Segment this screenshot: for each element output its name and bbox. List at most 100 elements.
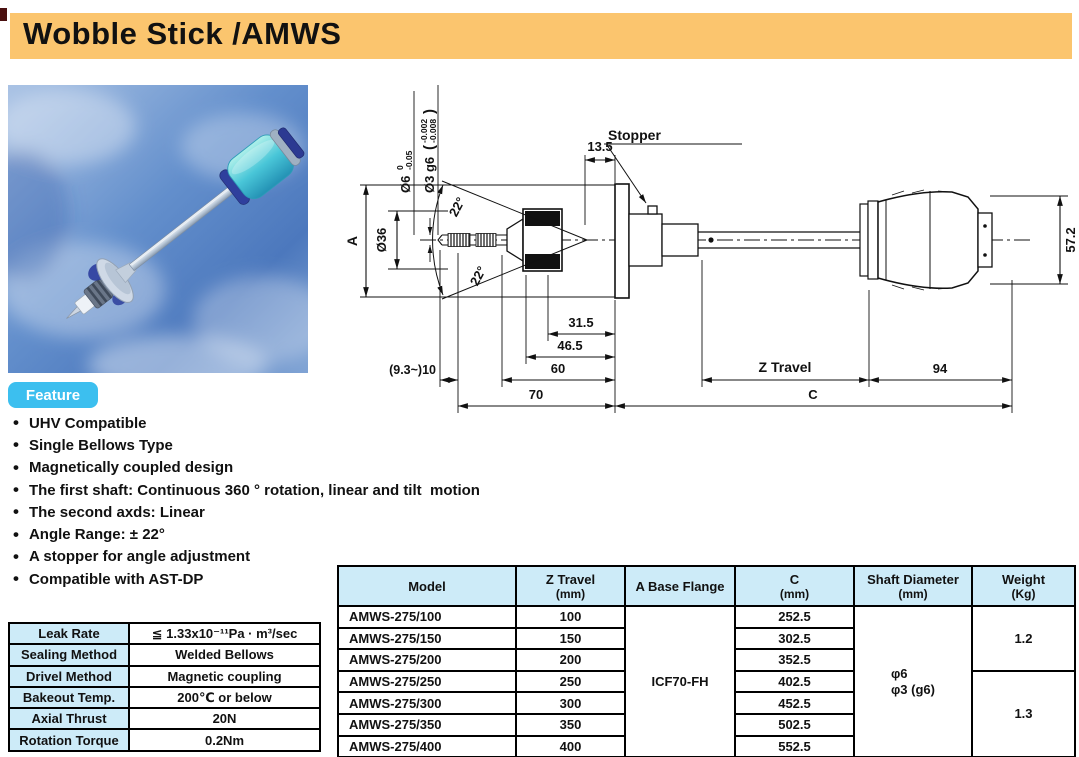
spec-label: Bakeout Temp. — [8, 685, 130, 710]
body-step-1 — [628, 213, 663, 267]
dim-label-tip: (9.3~)10 — [389, 363, 436, 377]
feature-list: UHV Compatible Single Bellows Type Magne… — [8, 412, 480, 590]
dim-label-dia36: Ø36 — [374, 228, 389, 253]
model-name: AMWS-275/250 — [337, 669, 517, 694]
c-value: 252.5 — [734, 605, 855, 629]
z-travel-value: 350 — [515, 712, 626, 737]
c-value: 402.5 — [734, 669, 855, 694]
feature-item: Angle Range: ± 22° — [8, 523, 480, 545]
z-travel-value: 200 — [515, 648, 626, 672]
dim-label-13-5: 13.5 — [587, 139, 612, 154]
scan-corner-mark — [0, 8, 7, 21]
spec-value: 0.2Nm — [128, 728, 321, 752]
feature-item: Single Bellows Type — [8, 434, 480, 456]
dim-label-z-travel: Z Travel — [759, 359, 812, 375]
shaft-collar — [506, 217, 524, 263]
spec-label: Axial Thrust — [8, 707, 130, 731]
spec-table: Leak Rate≦ 1.33x10⁻¹¹Pa · m³/sec Sealing… — [8, 621, 321, 752]
z-travel-value: 400 — [515, 734, 626, 757]
dia3-paren-open: ( — [421, 145, 438, 150]
base-flange-value: ICF70-FH — [624, 604, 736, 757]
spec-label: Drivel Method — [8, 664, 130, 688]
stopper-pin — [647, 205, 658, 215]
model-table: Model Z Travel(mm) A Base Flange C(mm) S… — [337, 565, 1076, 757]
dia6-label: Ø6 — [398, 176, 413, 193]
z-travel-value: 100 — [515, 605, 626, 629]
model-table-header-row: Model Z Travel(mm) A Base Flange C(mm) S… — [337, 565, 1076, 607]
col-header-base-flange: A Base Flange — [624, 565, 736, 607]
table-row: AMWS-275/400 400 552.5 — [337, 734, 1075, 757]
spec-label: Rotation Torque — [8, 728, 130, 752]
dim-label-60: 60 — [551, 361, 565, 376]
feature-item: The second axds: Linear — [8, 501, 480, 523]
angle-label-top: 22° — [446, 195, 468, 219]
model-name: AMWS-275/200 — [337, 648, 517, 672]
device-handle-cap — [277, 127, 305, 159]
col-header-z-travel: Z Travel(mm) — [515, 565, 626, 607]
feature-item: Magnetically coupled design — [8, 457, 480, 479]
z-travel-value: 250 — [515, 669, 626, 694]
handle-end-cap — [977, 212, 993, 268]
body-step-2 — [661, 223, 699, 257]
c-value: 302.5 — [734, 626, 855, 651]
c-value: 352.5 — [734, 648, 855, 672]
spec-value: Magnetic coupling — [128, 664, 321, 688]
spec-value: ≦ 1.33x10⁻¹¹Pa · m³/sec — [128, 621, 321, 646]
table-row: AMWS-275/250 250 402.5 1.3 — [337, 669, 1076, 757]
page-title: Wobble Stick /AMWS — [10, 13, 1072, 59]
col-header-weight: Weight(Kg) — [971, 565, 1076, 607]
table-row: AMWS-275/200 200 352.5 — [337, 648, 1075, 672]
feature-item: UHV Compatible — [8, 412, 480, 434]
z-travel-value: 300 — [515, 691, 626, 715]
spec-value: 200℃ or below — [128, 685, 321, 710]
dim-label-a: A — [344, 236, 360, 246]
technical-drawing-svg: A Ø36 Ø6 0 -0.05 Ø3 g6 ( -0.002 -0.008 ) — [344, 85, 1078, 413]
feature-badge: Feature — [8, 382, 98, 408]
spec-label: Sealing Method — [8, 643, 130, 667]
feature-badge-label: Feature — [25, 386, 81, 404]
page-title-text: Wobble Stick /AMWS — [23, 16, 342, 51]
shaft-thread-2 — [475, 233, 497, 247]
product-photo-image — [0, 85, 333, 395]
c-value: 552.5 — [734, 734, 855, 757]
dia6-tol-top: 0 — [395, 165, 405, 170]
flange-plate — [614, 183, 630, 299]
weight-value: 1.3 — [971, 669, 1076, 757]
stopper-leader — [606, 144, 647, 204]
col-header-c: C(mm) — [734, 565, 855, 607]
handle-grip — [877, 190, 979, 290]
technical-drawing: A Ø36 Ø6 0 -0.05 Ø3 g6 ( -0.002 -0.008 ) — [330, 85, 1079, 425]
dia3-callout: Ø3 g6 ( -0.002 -0.008 ) — [419, 109, 438, 193]
weight-value: 1.2 — [971, 605, 1076, 672]
product-photo — [0, 85, 333, 395]
dim-label-57-2: 57.2 — [1063, 227, 1078, 252]
shaft-thread-1 — [447, 233, 471, 247]
col-header-model: Model — [337, 565, 517, 607]
dia6-callout: Ø6 0 -0.05 — [395, 150, 414, 193]
feature-item: A stopper for angle adjustment — [8, 546, 480, 568]
dim-label-70: 70 — [529, 387, 543, 402]
model-name: AMWS-275/100 — [337, 605, 517, 629]
dim-label-c: C — [808, 387, 818, 402]
dia3-tol-top: -0.002 — [419, 119, 429, 143]
table-row: AMWS-275/350 350 502.5 — [337, 712, 1075, 737]
z-travel-value: 150 — [515, 626, 626, 651]
dia3-tol-bottom: -0.008 — [428, 119, 438, 143]
table-row: Leak Rate≦ 1.33x10⁻¹¹Pa · m³/sec — [8, 621, 321, 646]
c-value: 502.5 — [734, 712, 855, 737]
spec-value: Welded Bellows — [128, 643, 321, 667]
feature-item: The first shaft: Continuous 360 ° rotati… — [8, 479, 480, 501]
dim-label-46-5: 46.5 — [557, 338, 582, 353]
spec-label: Leak Rate — [8, 621, 130, 646]
dim-label-94: 94 — [933, 361, 948, 376]
tilt-arc — [432, 184, 444, 296]
dia3-label: Ø3 g6 — [422, 157, 437, 193]
model-name: AMWS-275/150 — [337, 626, 517, 651]
wobble-stick-device — [66, 127, 305, 319]
dia6-tol-bottom: -0.05 — [404, 150, 414, 170]
